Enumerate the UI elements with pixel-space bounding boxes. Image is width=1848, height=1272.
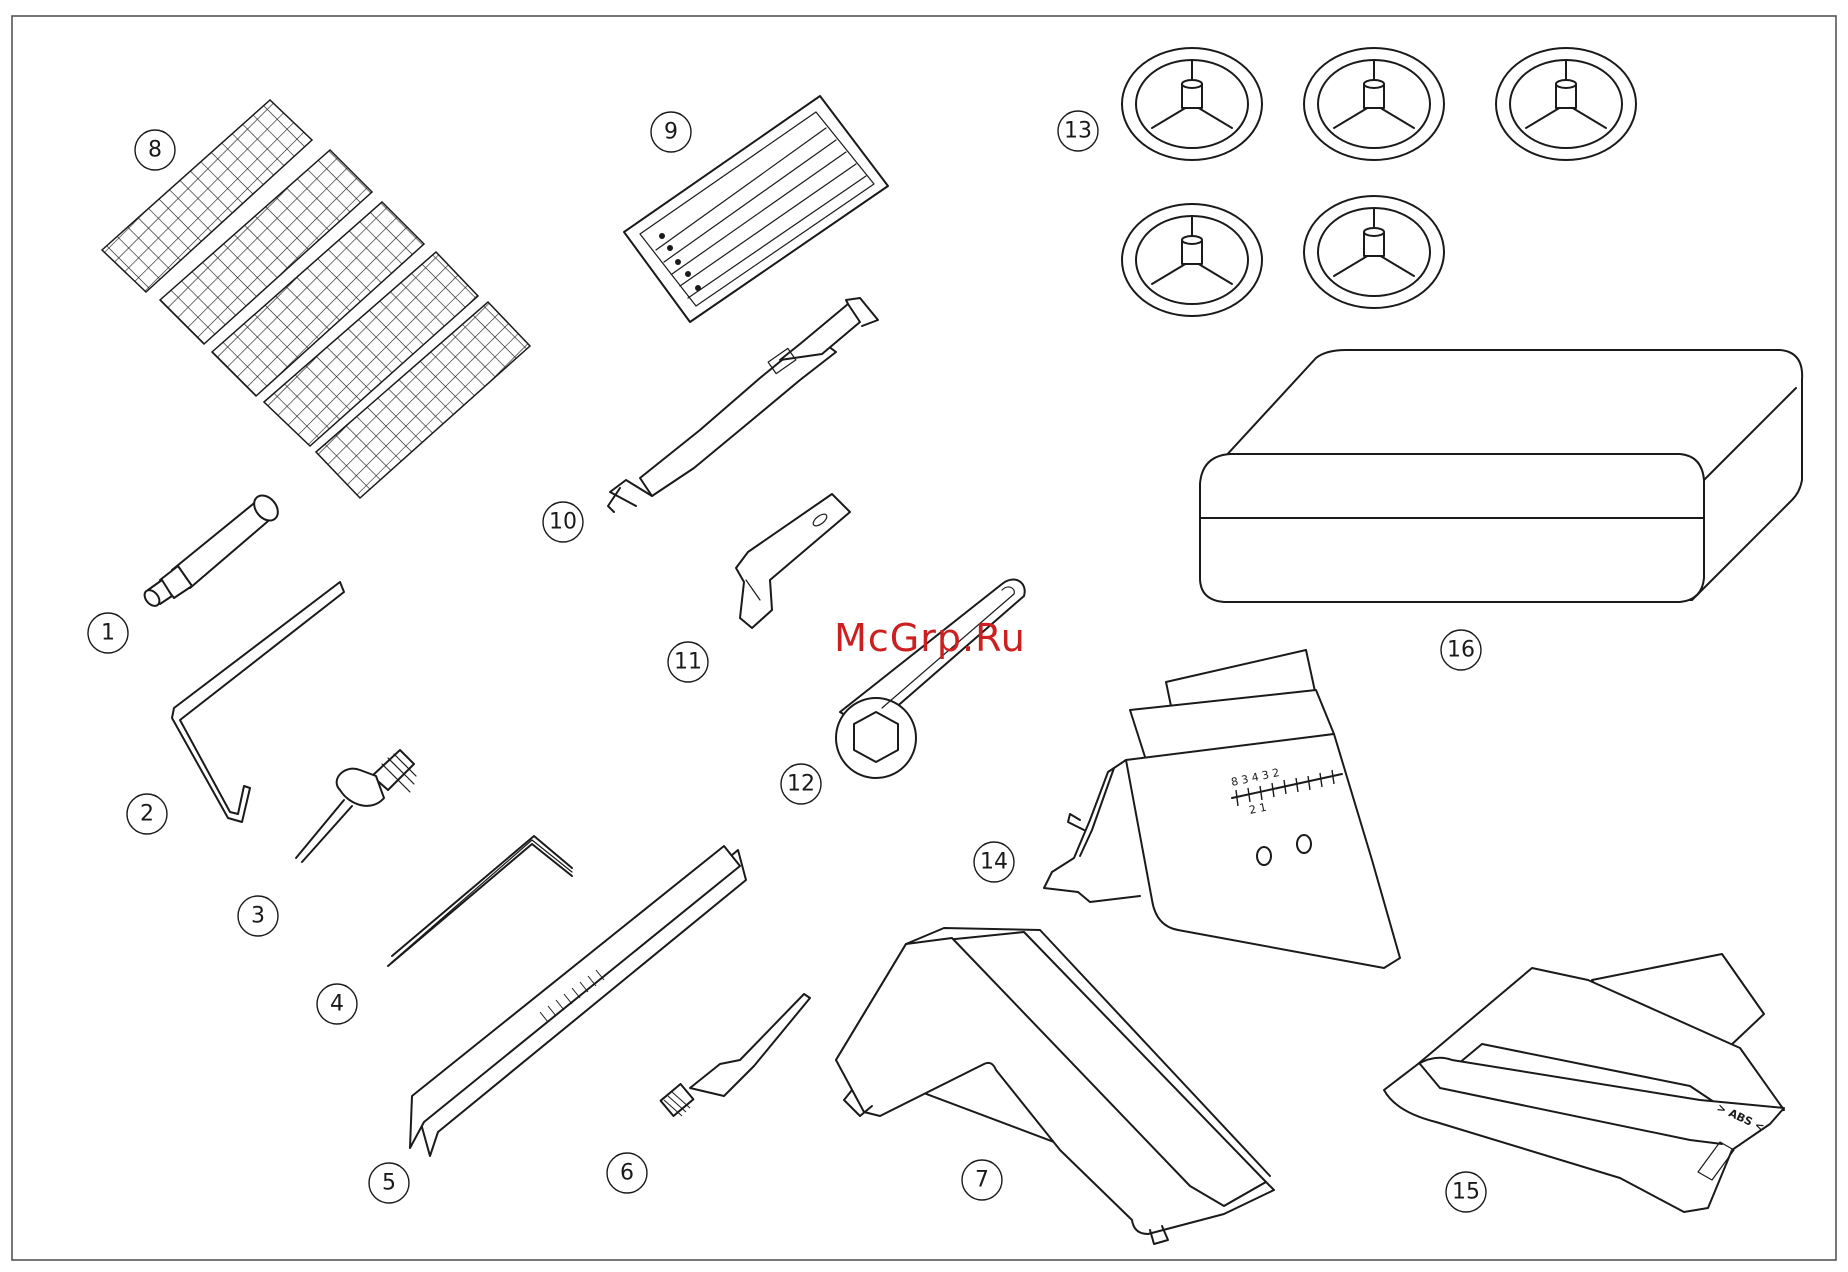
callout-16-label: 16: [1447, 638, 1475, 663]
callout-11: 11: [668, 642, 708, 682]
callout-5-label: 5: [382, 1171, 396, 1196]
callout-8: 8: [135, 130, 175, 170]
callout-1: 1: [88, 613, 128, 653]
wire-tool-illustration: [172, 582, 344, 822]
callout-8-label: 8: [148, 138, 162, 163]
spools-illustration: [1122, 48, 1636, 316]
callout-7-label: 7: [975, 1168, 989, 1193]
callout-2: 2: [127, 794, 167, 834]
callout-15: 15: [1446, 1172, 1486, 1212]
callout-3: 3: [238, 896, 278, 936]
watermark-text: McGrp.Ru: [834, 616, 1026, 660]
callout-14: 14: [974, 842, 1014, 882]
callout-13-label: 13: [1064, 119, 1092, 144]
callout-13: 13: [1058, 111, 1098, 151]
callout-12: 12: [781, 764, 821, 804]
oiler-tube-illustration: [142, 491, 283, 609]
callout-11-label: 11: [674, 650, 702, 675]
callout-9-label: 9: [664, 120, 678, 145]
callout-10-label: 10: [549, 510, 577, 535]
callout-1-label: 1: [101, 621, 115, 646]
callout-9: 9: [651, 112, 691, 152]
callout-6-label: 6: [620, 1161, 634, 1186]
seam-ripper-illustration: [608, 298, 878, 512]
blade-illustration: [736, 494, 850, 628]
seam-guide-illustration: [836, 928, 1274, 1244]
callout-6: 6: [607, 1153, 647, 1193]
storage-case-illustration: [1200, 350, 1802, 602]
tweezers-illustration: [410, 846, 746, 1156]
brush-illustration: [661, 994, 810, 1116]
callout-10: 10: [543, 502, 583, 542]
callout-16: 16: [1441, 630, 1481, 670]
screwdriver-illustration: [296, 750, 416, 862]
callout-5: 5: [369, 1163, 409, 1203]
callout-15-label: 15: [1452, 1180, 1480, 1205]
abs-foot-illustration: > ABS <: [1384, 954, 1784, 1212]
callout-4-label: 4: [330, 992, 344, 1017]
callout-2-label: 2: [140, 802, 154, 827]
callout-4: 4: [317, 984, 357, 1024]
callout-14-label: 14: [980, 850, 1008, 875]
callout-12-label: 12: [787, 772, 815, 797]
wrench-illustration: [836, 580, 1025, 778]
callout-7: 7: [962, 1160, 1002, 1200]
presser-foot-scale-illustration: 8 3 4 3 2 2 1: [1044, 650, 1400, 968]
hex-key-illustration: [388, 836, 572, 966]
callout-3-label: 3: [251, 904, 265, 929]
